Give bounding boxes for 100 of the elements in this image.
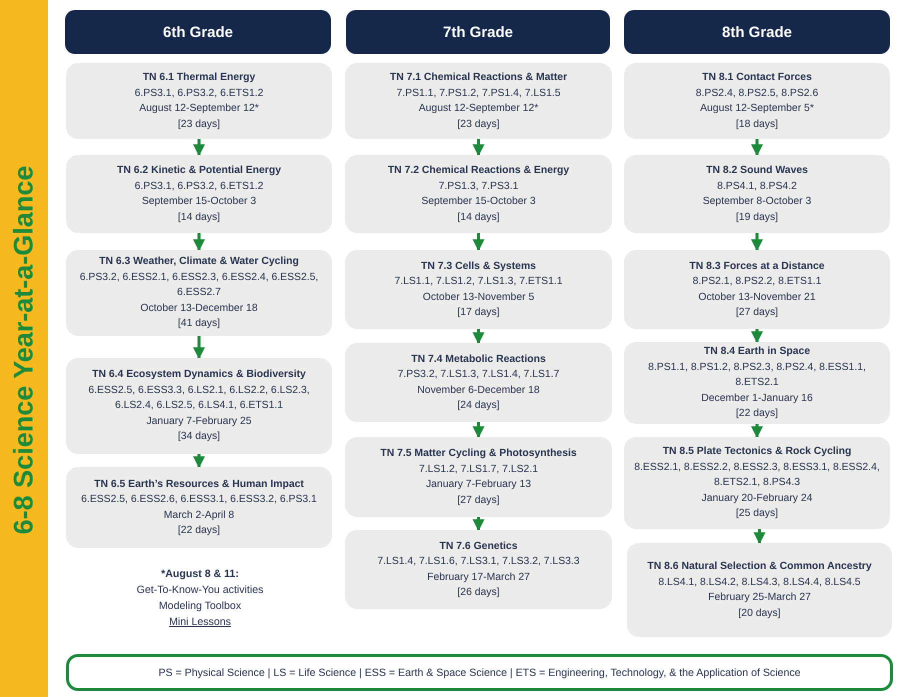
standards-list: 7.LS1.2, 7.LS1.7, 7.LS2.1 <box>418 462 538 477</box>
grade-header: 7th Grade <box>346 10 610 54</box>
unit-card <box>624 437 890 529</box>
date-range: March 2-April 8 <box>164 508 234 522</box>
unit-title: TN 8.2 Sound Waves <box>706 164 808 178</box>
unit-card <box>66 63 332 139</box>
standards-list: 7.LS1.1, 7.LS1.2, 7.LS1.3, 7.ETS1.1 <box>394 274 563 290</box>
arrow <box>472 422 484 438</box>
unit-title: TN 7.1 Chemical Reactions & Matter <box>390 71 568 85</box>
standards-list: 7.PS1.1, 7.PS1.2, 7.PS1.4, 7.LS1.5 <box>396 86 561 101</box>
date-range: August 12-September 12* <box>139 102 259 116</box>
arrow <box>193 336 205 360</box>
unit-title: TN 7.4 Metabolic Reactions <box>411 352 546 366</box>
arrow <box>751 139 763 156</box>
date-range: January 20-February 24 <box>702 492 812 506</box>
duration: [18 days] <box>736 118 778 132</box>
arrow <box>751 233 763 252</box>
unit-card <box>66 250 332 336</box>
duration: [34 days] <box>178 430 220 444</box>
date-range: September 15-October 3 <box>421 195 536 209</box>
standards-list: 8.PS4.1, 8.PS4.2 <box>717 178 797 194</box>
duration: [17 days] <box>457 306 500 320</box>
arrow <box>472 329 484 344</box>
standards-list: 6.ESS2.5, 6.ESS3.3, 6.LS2.1, 6.LS2.2, 6.LS2.3, 6.LS2.4, 6.LS2.5, 6.LS4.1, 6.ETS1.1 <box>69 382 329 414</box>
date-range: October 13-November 5 <box>422 290 534 304</box>
arrow <box>193 454 205 468</box>
standards-list: 8.ESS2.1, 8.ESS2.2, 8.ESS2.3, 8.ESS3.1, 8.ESS2.4, 8.ETS2.1, 8.PS4.3 <box>627 460 887 491</box>
unit-title: TN 7.5 Matter Cycling & Photosynthesis <box>380 447 577 461</box>
unit-card <box>624 63 890 139</box>
standards-list: 7.PS3.2, 7.LS1.3, 7.LS1.4, 7.LS1.7 <box>398 367 560 382</box>
unit-title: TN 8.6 Natural Selection & Common Ancestry <box>647 560 872 574</box>
date-range: December 1-January 16 <box>701 392 813 406</box>
unit-title: TN 6.4 Ecosystem Dynamics & Biodiversity <box>92 368 306 382</box>
unit-title: TN 8.3 Forces at a Distance <box>689 260 825 274</box>
duration: [23 days] <box>178 118 220 132</box>
unit-title: TN 8.5 Plate Tectonics & Rock Cycling <box>662 445 852 460</box>
arrow <box>472 517 484 532</box>
arrow <box>193 233 205 252</box>
unit-title: TN 6.5 Earth’s Resources & Human Impact <box>94 478 304 492</box>
arrow <box>751 424 763 438</box>
unit-title: TN 6.2 Kinetic & Potential Energy <box>117 164 281 178</box>
standards-list: 6.PS3.1, 6.PS3.2, 6.ETS1.2 <box>134 178 264 194</box>
arrow <box>751 329 763 344</box>
duration: [26 days] <box>457 586 500 600</box>
duration: [14 days] <box>178 210 220 224</box>
duration: [22 days] <box>178 524 220 538</box>
abbreviation-key: PS = Physical Science | LS = Life Science | ESS = Earth & Space Science | ETS = Engineering, Technology, & the Application of Science <box>66 654 893 691</box>
arrow <box>754 529 766 544</box>
unit-title: TN 7.2 Chemical Reactions & Energy <box>388 164 570 178</box>
standards-list: 6.PS3.1, 6.PS3.2, 6.ETS1.2 <box>134 86 264 101</box>
unit-title: TN 7.6 Genetics <box>440 540 518 554</box>
duration: [19 days] <box>736 210 778 224</box>
duration: [27 days] <box>736 306 778 320</box>
date-range: January 7-February 25 <box>146 414 252 429</box>
unit-card <box>66 467 332 548</box>
arrow <box>472 233 484 252</box>
duration: [27 days] <box>457 494 500 508</box>
grade-header: 6th Grade <box>65 10 331 54</box>
date-range: September 8-October 3 <box>702 195 812 209</box>
unit-title: TN 8.1 Contact Forces <box>702 71 812 85</box>
duration: [41 days] <box>178 317 220 332</box>
duration: [22 days] <box>736 407 778 422</box>
date-range: January 7-February 13 <box>426 478 532 492</box>
unit-card <box>345 437 612 517</box>
unit-title: TN 6.1 Thermal Energy <box>142 71 256 85</box>
unit-card <box>345 343 612 422</box>
page-title: 6-8 Science Year-at-a-Glance <box>8 166 40 534</box>
arrow <box>472 139 484 156</box>
unit-title: TN 7.3 Cells & Systems <box>421 260 536 274</box>
standards-list: 8.LS4.1, 8.LS4.2, 8.LS4.3, 8.LS4.4, 8.LS4.5 <box>658 574 861 590</box>
note-item: Modeling Toolbox <box>158 600 242 612</box>
standards-list: 8.PS2.4, 8.PS2.5, 8.PS2.6 <box>696 86 818 101</box>
date-range: February 25-March 27 <box>708 591 811 605</box>
date-range: November 6-December 18 <box>417 384 540 398</box>
grade-header: 8th Grade <box>624 10 890 54</box>
unit-card <box>627 543 892 637</box>
unit-card <box>66 155 332 233</box>
unit-card <box>624 250 890 329</box>
unit-card <box>345 530 612 609</box>
date-range: October 13-November 21 <box>698 290 816 304</box>
unit-card <box>345 250 612 329</box>
date-range: August 12-September 12* <box>418 102 538 116</box>
unit-card <box>624 155 890 233</box>
standards-list: 8.PS1.1, 8.PS1.2, 8.PS2.3, 8.PS2.4, 8.ESS1.1, 8.ETS2.1 <box>627 360 887 391</box>
standards-list: 6.PS3.2, 6.ESS2.1, 6.ESS2.3, 6.ESS2.4, 6.ESS2.5, 6.ESS2.7 <box>69 270 329 301</box>
date-range: August 12-September 5* <box>700 102 814 116</box>
unit-card <box>345 155 612 233</box>
duration: [25 days] <box>736 507 778 522</box>
duration: [24 days] <box>457 399 500 413</box>
note-item: Get-To-Know-You activities <box>136 584 264 596</box>
unit-card <box>624 342 890 424</box>
standards-list: 6.ESS2.5, 6.ESS2.6, 6.ESS3.1, 6.ESS3.2, 6.PS3.1 <box>81 492 317 508</box>
link: Mini Lessons <box>169 616 231 628</box>
date-range: September 15-October 3 <box>142 195 256 209</box>
date-range: February 17-March 27 <box>427 570 530 584</box>
date-range: October 13-December 18 <box>140 302 258 316</box>
unit-card <box>66 358 332 454</box>
standards-list: 7.PS1.3, 7.PS3.1 <box>438 178 518 194</box>
duration: [14 days] <box>457 210 500 224</box>
duration: [23 days] <box>457 118 500 132</box>
